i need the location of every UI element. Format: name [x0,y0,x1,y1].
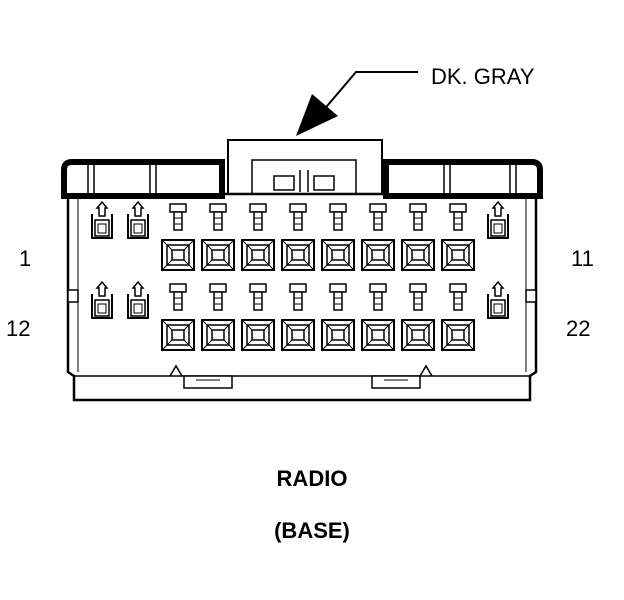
pin-label-22: 22 [566,316,591,341]
cavity-3 [161,203,195,271]
left-shoulder [61,159,225,199]
cavity-16 [241,283,275,351]
cavity-6 [281,203,315,271]
color-callout [296,71,418,136]
pin-label-12: 12 [6,316,31,341]
cavity-8 [361,203,395,271]
connector-title: RADIO [276,466,348,491]
cavity-7 [321,203,355,271]
cavity-22 [487,280,509,319]
cavity-9 [401,203,435,271]
pin-label-11: 11 [571,246,594,271]
cavity-10 [441,203,475,271]
cavity-21 [441,283,475,351]
cavity-grid [91,200,509,351]
cavity-14 [161,283,195,351]
cavity-19 [361,283,395,351]
cavity-15 [201,283,235,351]
connector-subtitle: (BASE) [274,518,350,543]
right-shoulder [383,159,543,199]
cavity-2 [127,200,149,239]
cavity-20 [401,283,435,351]
locking-latch [227,139,383,196]
cavity-1 [91,200,113,239]
cavity-11 [487,200,509,239]
cavity-13 [127,280,149,319]
wire-color-label: DK. GRAY [431,64,535,89]
cavity-17 [281,283,315,351]
cavity-12 [91,280,113,319]
cavity-5 [241,203,275,271]
cavity-18 [321,283,355,351]
callout-arrowhead [296,94,338,136]
pin-label-1: 1 [19,246,32,271]
cavity-4 [201,203,235,271]
